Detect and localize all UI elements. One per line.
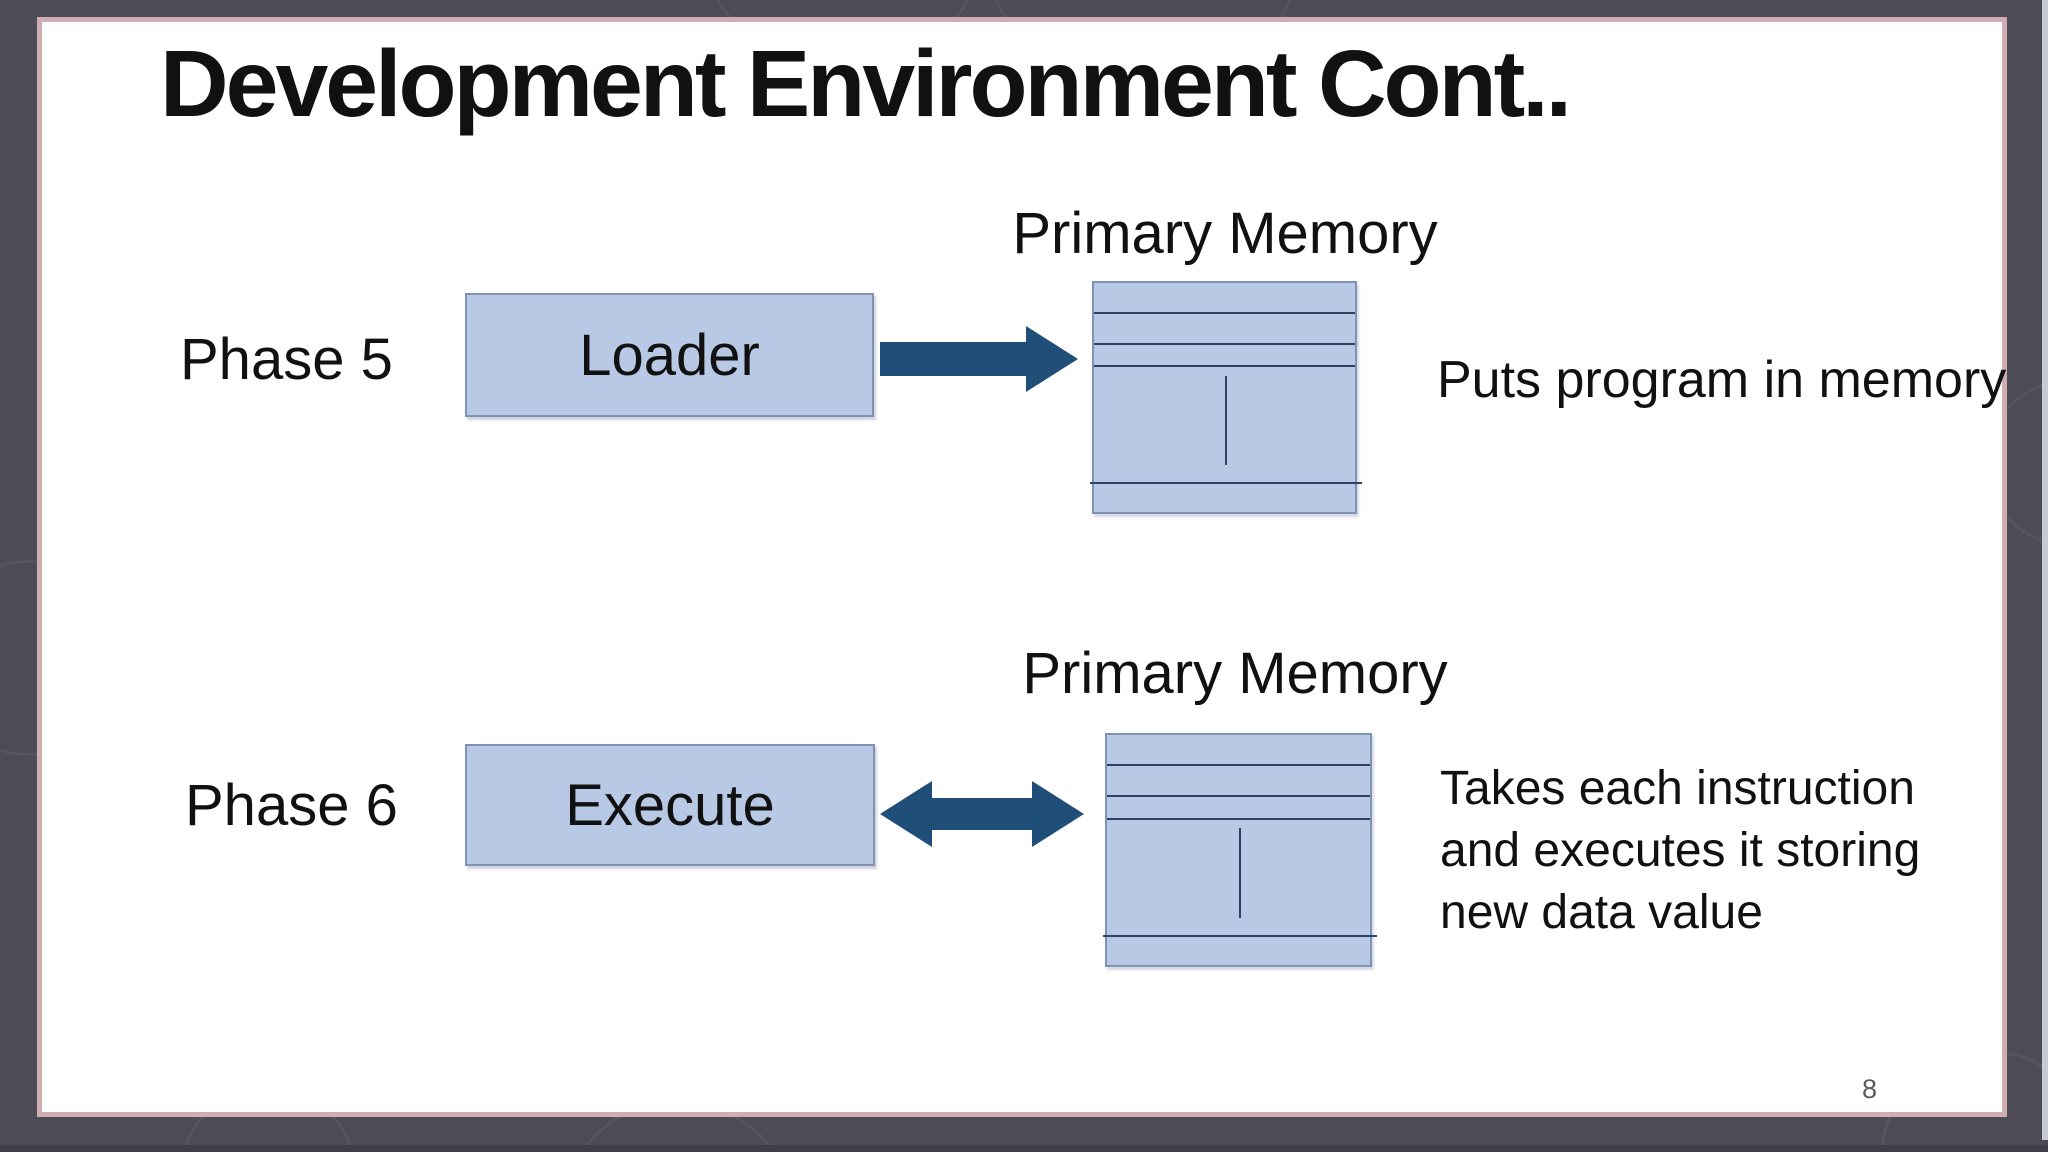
double-headed-arrow-icon xyxy=(880,780,1084,848)
memory-row-line xyxy=(1094,311,1355,314)
memory-row-line xyxy=(1094,342,1355,345)
memory-row-line xyxy=(1103,934,1377,937)
phase6-description: Takes each instruction and executes it s… xyxy=(1440,758,1920,944)
phase5-description: Puts program in memory xyxy=(1437,351,2007,409)
screen-edge-strip xyxy=(2042,0,2048,1140)
phase6-label: Phase 6 xyxy=(185,773,398,838)
memory-row-line xyxy=(1107,763,1370,766)
phase5-label: Phase 5 xyxy=(180,327,393,392)
loader-box: Loader xyxy=(465,293,874,417)
page-number: 8 xyxy=(1862,1074,1878,1104)
memory-column-line xyxy=(1224,375,1227,466)
phase6-description-line: Takes each instruction xyxy=(1440,762,1915,815)
primary-memory-label-phase5: Primary Memory xyxy=(1012,201,1438,266)
memory-row-line xyxy=(1107,817,1370,820)
memory-row-line xyxy=(1107,794,1370,797)
screen-bottom-strip xyxy=(0,1145,2048,1152)
memory-row-line xyxy=(1094,365,1355,368)
execute-box: Execute xyxy=(465,744,875,866)
memory-column-line xyxy=(1238,828,1241,918)
slide-canvas: Development Environment Cont.. Primary M… xyxy=(37,17,2007,1117)
phase6-description-line: and executes it storing xyxy=(1440,824,1921,877)
loader-box-label: Loader xyxy=(579,322,760,388)
phase6-description-line: new data value xyxy=(1440,886,1763,939)
execute-box-label: Execute xyxy=(565,772,775,838)
primary-memory-label-phase6: Primary Memory xyxy=(1022,641,1448,706)
slide-title: Development Environment Cont.. xyxy=(160,31,1572,137)
memory-row-line xyxy=(1090,482,1362,484)
primary-memory-box-phase5 xyxy=(1090,281,1362,514)
right-arrow-icon xyxy=(880,325,1078,393)
primary-memory-box-phase6 xyxy=(1103,733,1377,967)
